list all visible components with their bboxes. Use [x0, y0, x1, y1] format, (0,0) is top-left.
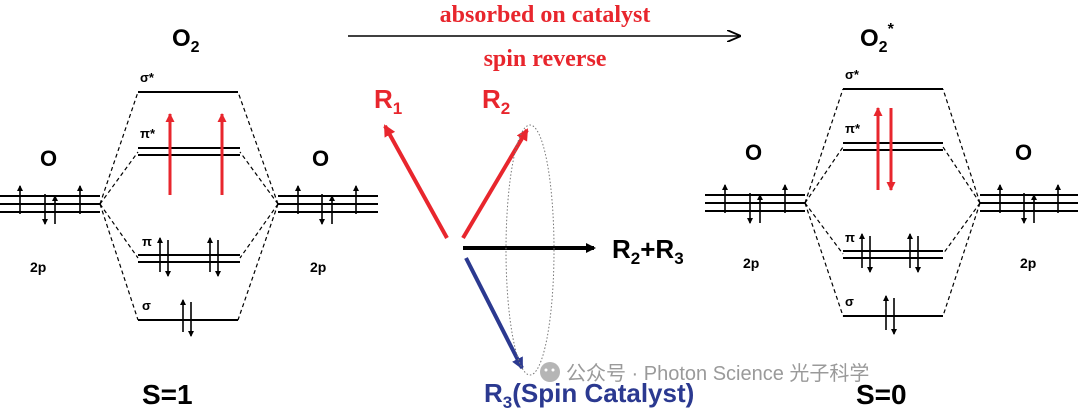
left-atom-left-orbitals [0, 195, 100, 213]
r1-label: R1 [374, 84, 402, 118]
right-pi-star-level: π* [843, 107, 943, 191]
r2-label: R2 [482, 84, 510, 118]
left-atom-left-electrons [17, 185, 83, 225]
center-spin-scheme: R1 R2 R2+R3 R3(Spin Catalyst) [374, 84, 694, 412]
left-pi-level: π [138, 234, 240, 277]
svg-text:σ*: σ* [845, 67, 860, 82]
left-spin-state: S=1 [142, 379, 193, 410]
left-2p-label-right: 2p [310, 259, 326, 275]
svg-text:σ*: σ* [140, 70, 155, 85]
right-title: O2* [860, 21, 895, 56]
right-pi-level: π [843, 230, 943, 273]
right-2p-label-right: 2p [1020, 255, 1036, 271]
right-atom-right-label: O [1015, 140, 1032, 165]
right-atom-right-orbitals [980, 194, 1078, 212]
left-atom-right-electrons [295, 185, 359, 225]
left-2p-label-left: 2p [30, 259, 46, 275]
left-sigma-star-level: σ* [138, 70, 238, 93]
left-atom-left-label: O [40, 146, 57, 171]
r2-arrow [461, 128, 529, 240]
right-sigma-level: σ [843, 294, 943, 335]
top-process-arrow: absorbed on catalyst spin reverse [348, 2, 740, 72]
svg-text:π*: π* [845, 121, 861, 136]
right-correlation-lines [804, 88, 981, 317]
svg-text:π: π [845, 230, 855, 245]
left-title: O2 [172, 25, 200, 56]
svg-text:π: π [142, 234, 152, 249]
arrow-bottom-text: spin reverse [484, 46, 607, 72]
watermark-text: 公众号 · Photon Science 光子科学 [566, 362, 869, 385]
left-mo-diagram: O2 O 2p O 2p [0, 25, 378, 410]
right-atom-right-electrons [997, 184, 1061, 224]
r3-arrow [464, 257, 524, 370]
r1-arrow [383, 124, 449, 239]
left-correlation-lines [99, 91, 279, 321]
right-atom-left-label: O [745, 140, 762, 165]
right-atom-left-orbitals [705, 194, 805, 212]
svg-text:π*: π* [140, 126, 156, 141]
spin-precession-ellipse [505, 124, 555, 376]
left-sigma-level: σ [138, 298, 238, 337]
right-sigma-star-level: σ* [843, 67, 943, 90]
watermark: 公众号 · Photon Science 光子科学 [540, 362, 869, 385]
svg-text:σ: σ [142, 298, 151, 313]
wechat-icon [540, 362, 560, 382]
right-mo-diagram: O2* O 2p O 2p [705, 21, 1078, 410]
left-pi-star-level: π* [138, 113, 240, 195]
svg-text:σ: σ [845, 294, 854, 309]
right-2p-label-left: 2p [743, 255, 759, 271]
left-atom-right-orbitals [278, 195, 378, 213]
right-atom-left-electrons [722, 184, 788, 224]
right-spin-state: S=0 [856, 379, 907, 410]
left-atom-right-label: O [312, 146, 329, 171]
arrow-top-text: absorbed on catalyst [440, 2, 651, 28]
product-label: R2+R3 [612, 234, 684, 268]
r3-spin-catalyst-label: R3(Spin Catalyst) [484, 378, 694, 412]
